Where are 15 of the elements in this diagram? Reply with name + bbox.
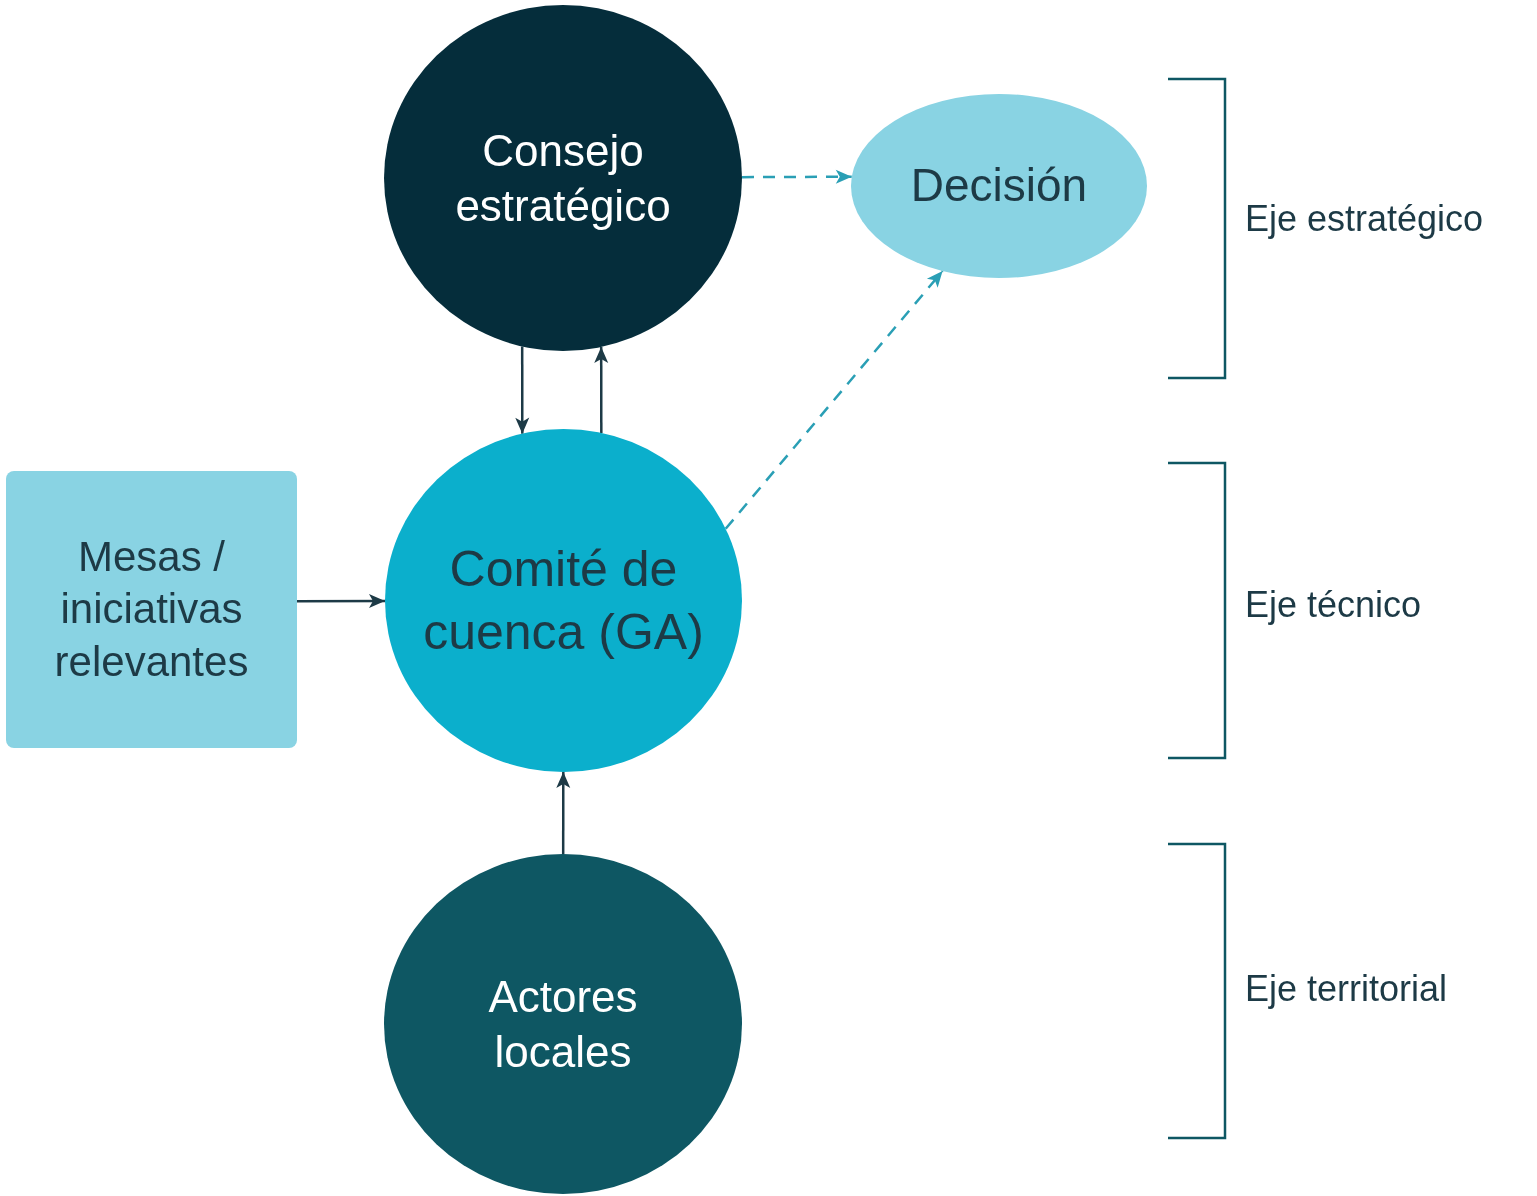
dashed-arrow: [724, 270, 944, 530]
axis-label: Eje técnico: [1245, 584, 1422, 626]
node-label: Comité de cuenca (GA): [422, 540, 705, 662]
node-label: Consejo estratégico: [454, 125, 672, 232]
arrow: [297, 593, 385, 608]
arrow: [594, 347, 609, 433]
axis-label: Eje estratégico: [1245, 198, 1484, 240]
node-label: Actores locales: [487, 971, 639, 1078]
node-label: Mesas / iniciativas relevantes: [53, 531, 250, 687]
dashed-arrow: [742, 169, 852, 184]
node-label: Decisión: [910, 158, 1088, 214]
axis-label: Eje territorial: [1245, 968, 1448, 1010]
arrow: [515, 346, 530, 434]
arrow: [556, 772, 571, 854]
rounded-rect-node: [6, 471, 297, 748]
